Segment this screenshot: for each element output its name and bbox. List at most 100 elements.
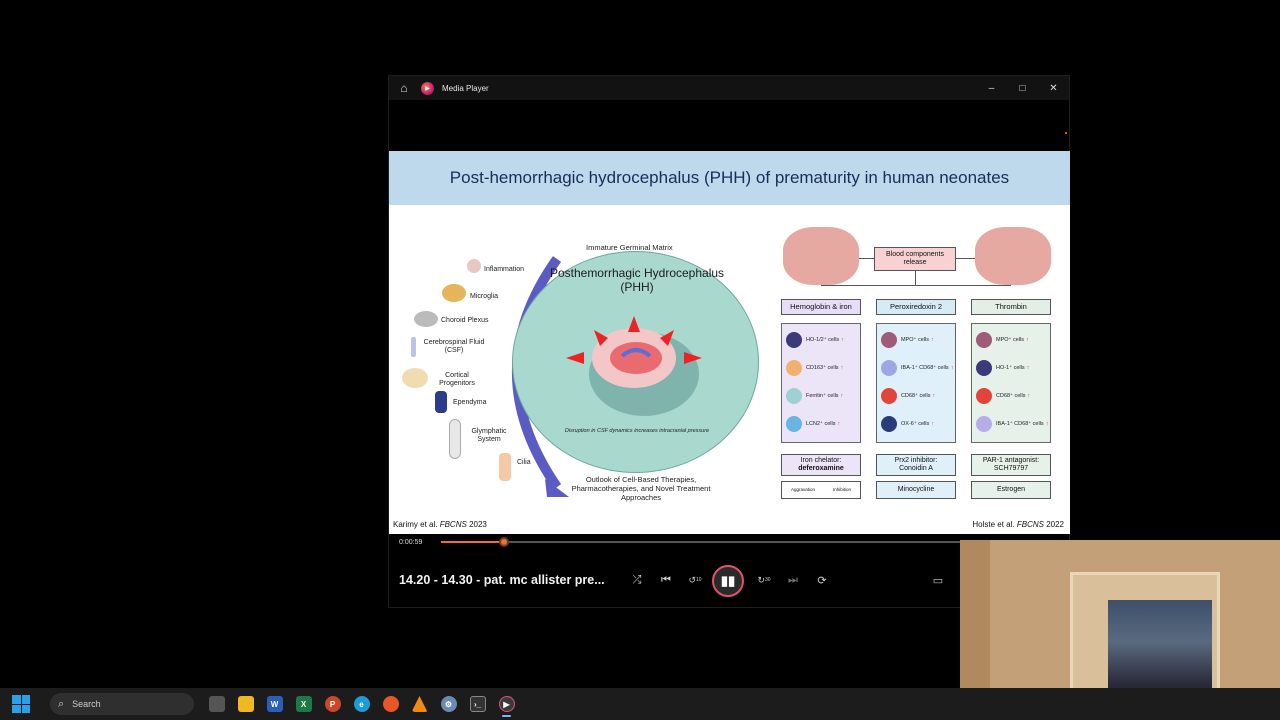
forward-seconds: 30 (764, 577, 771, 583)
firefox-glyph (382, 696, 399, 712)
powerpoint-icon[interactable]: P (318, 690, 347, 718)
media-player-window: ⌂ ▶ Media Player – □ ✕ Post-hemorrhagic … (388, 75, 1070, 608)
up-arrow-icon: ↑ (950, 365, 954, 371)
seek-thumb[interactable] (498, 537, 509, 547)
settings-icon[interactable]: ⚙ (434, 690, 463, 718)
up-arrow-icon: ↑ (1027, 393, 1031, 399)
file-explorer-icon[interactable] (231, 690, 260, 718)
cell-row: MPO⁺ cells↑ (881, 332, 934, 348)
item-microglia: Microglia (470, 293, 499, 300)
cell-icon (786, 360, 802, 376)
cell-label: OX-6⁺ cells (901, 421, 930, 427)
search-placeholder: Search (72, 699, 101, 709)
phh-circle-title: Posthemorrhagic Hydrocephalus (PHH) (549, 266, 725, 294)
item-cortical-progenitors: Cortical Progenitors (439, 372, 475, 387)
therapy-label: Prx2 inhibitor: (894, 457, 938, 464)
vlc-icon[interactable] (405, 690, 434, 718)
cell-row: HO-1⁺ cells↑ (976, 360, 1029, 376)
repeat-icon[interactable]: ⟳ (817, 574, 827, 587)
minimize-button[interactable]: – (988, 82, 995, 94)
brain-right-icon (975, 227, 1051, 285)
edge-icon[interactable]: e (347, 690, 376, 718)
item-ependyma: Ependyma (453, 399, 487, 406)
cell-label: HO-1⁺ cells (996, 365, 1025, 371)
window-title: Media Player (442, 83, 489, 93)
connector-line (859, 258, 874, 259)
miniplayer-icon[interactable]: ▭ (932, 574, 944, 587)
window-controls: – □ ✕ (976, 76, 1069, 100)
cell-label: CD163⁺ cells (806, 365, 839, 371)
item-glymphatic-system: Glymphatic System (471, 428, 507, 443)
right-citation-journal: FBCNS (1016, 520, 1044, 529)
cell-label: MPO⁺ cells (901, 337, 929, 343)
up-arrow-icon: ↑ (932, 393, 936, 399)
next-icon[interactable]: ⏭ (788, 573, 798, 586)
play-pause-button[interactable]: ▮▮ (712, 565, 744, 597)
video-frame-slide[interactable]: Post-hemorrhagic hydrocephalus (PHH) of … (389, 151, 1070, 534)
maximize-button[interactable]: □ (1019, 82, 1026, 94)
active-indicator (502, 715, 511, 717)
up-arrow-icon: ↑ (841, 337, 844, 343)
taskbar: ⌕ Search W X P e ⚙ ›_ ▶ (0, 688, 1280, 720)
now-playing-title[interactable]: 14.20 - 14.30 - pat. mc allister pre... (399, 573, 605, 587)
cell-icon (881, 388, 897, 404)
cell-row: IBA-1⁺ CD68⁺ cells↑ (976, 416, 1048, 432)
brain-left-icon (783, 227, 859, 285)
left-citation-year: 2023 (469, 520, 487, 529)
item-cilia: Cilia (517, 459, 531, 466)
cell-label: Ferritin⁺ cells (806, 393, 839, 399)
close-button[interactable]: ✕ (1049, 82, 1058, 94)
taskbar-apps: W X P e ⚙ ›_ ▶ (202, 690, 521, 718)
csf-tube-icon (411, 337, 416, 357)
terminal-glyph: ›_ (469, 696, 486, 712)
connector-line (915, 271, 916, 285)
column-head-thrombin: Thrombin (971, 299, 1051, 315)
slide-header: Post-hemorrhagic hydrocephalus (PHH) of … (389, 151, 1070, 205)
therapy-label: Iron chelator: (800, 457, 842, 464)
cell-label: IBA-1⁺ CD68⁺ cells (996, 421, 1044, 427)
cell-row: CD68⁺ cells↑ (976, 388, 1030, 404)
up-arrow-icon: ↑ (840, 393, 844, 399)
therapy-box-par1: PAR-1 antagonist:SCH79797 (971, 454, 1051, 476)
therapy-drug: deferoxamine (798, 465, 844, 472)
previous-icon[interactable]: ⏮ (661, 573, 671, 586)
firefox-icon[interactable] (376, 690, 405, 718)
right-citation: Holste et al. FBCNS 2022 (972, 520, 1064, 529)
cell-row: MPO⁺ cells↑ (976, 332, 1029, 348)
title-bar: ⌂ ▶ Media Player – □ ✕ (389, 76, 1069, 100)
rewind-10-icon[interactable]: ↺10 (686, 571, 704, 589)
desktop: ⌂ ▶ Media Player – □ ✕ Post-hemorrhagic … (388, 75, 1280, 720)
taskbar-search[interactable]: ⌕ Search (50, 693, 194, 715)
panel-peroxiredoxin: MPO⁺ cells↑ IBA-1⁺ CD68⁺ cells↑ CD68⁺ ce… (876, 323, 956, 443)
word-icon[interactable]: W (260, 690, 289, 718)
left-citation: Karimy et al. FBCNS 2023 (393, 520, 487, 529)
forward-30-icon[interactable]: ↻30 (755, 571, 773, 589)
task-view-icon[interactable] (202, 690, 231, 718)
cell-icon (881, 332, 897, 348)
terminal-icon[interactable]: ›_ (463, 690, 492, 718)
slide-title: Post-hemorrhagic hydrocephalus (PHH) of … (449, 168, 1010, 187)
home-icon[interactable]: ⌂ (400, 81, 408, 95)
cell-icon (786, 388, 802, 404)
excel-icon[interactable]: X (289, 690, 318, 718)
estrogen-box: Estrogen (971, 481, 1051, 499)
indicator-dot (1065, 132, 1067, 134)
cell-icon (976, 416, 992, 432)
cell-icon (881, 360, 897, 376)
windows-start-icon[interactable] (12, 695, 30, 713)
up-arrow-icon: ↑ (1026, 365, 1030, 371)
cell-label: IBA-1⁺ CD68⁺ cells (901, 365, 949, 371)
shuffle-icon[interactable]: ⤮ (632, 573, 642, 586)
panel-thrombin: MPO⁺ cells↑ HO-1⁺ cells↑ CD68⁺ cells↑ IB… (971, 323, 1051, 443)
brain-pressure-icon (566, 316, 702, 416)
panel-hemoglobin: HO-1/2⁺ cells↑ CD163⁺ cells↑ Ferritin⁺ c… (781, 323, 861, 443)
seek-bar[interactable] (441, 537, 1066, 547)
column-head-peroxiredoxin: Peroxiredoxin 2 (876, 299, 956, 315)
media-player-taskbar-icon[interactable]: ▶ (492, 690, 521, 718)
outlook-label: Outlook of Cell-Based Therapies, Pharmac… (571, 475, 711, 502)
legend-aggravation: Aggravation (790, 487, 816, 492)
up-arrow-icon: ↑ (1045, 421, 1049, 427)
forward-glyph: ↻ (757, 574, 765, 585)
excel-glyph: X (295, 696, 312, 712)
elapsed-time: 0:00:59 (399, 539, 423, 546)
